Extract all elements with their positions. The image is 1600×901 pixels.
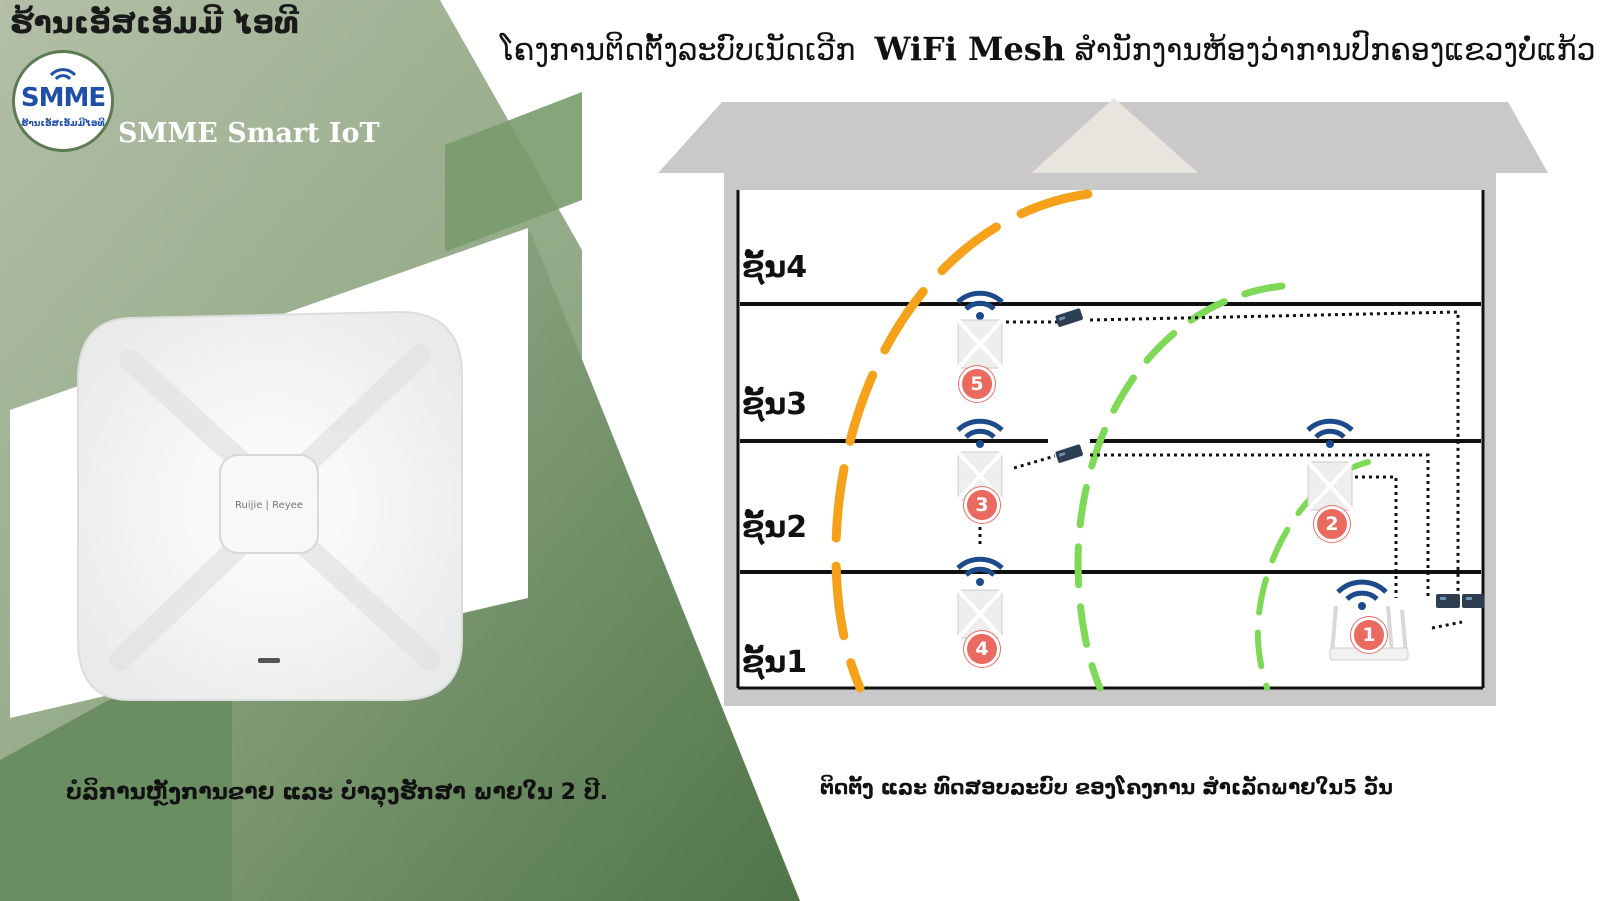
ap-badge-1: 1: [1351, 617, 1387, 653]
cable-switch-mid: [1090, 453, 1430, 598]
company-logo: SMME ຮ້ານເອັສເອັມມີໄອທີ: [12, 50, 114, 152]
cable-ap3-switch: [1013, 454, 1056, 470]
cable-ap2: [1355, 475, 1398, 598]
service-caption: ບໍລິການຫຼັງການຂາຍ ແລະ ບຳລຸງຮັກສາ ພາຍໃນ 2…: [66, 780, 608, 805]
switch-icon: [1436, 594, 1484, 608]
logo-caption: ຮ້ານເອັສເອັມມີໄອທີ: [21, 119, 105, 129]
floor-label-3: ຊັ້ນ3: [742, 387, 808, 422]
brand-name: SMME Smart IoT: [118, 118, 380, 149]
orange-signal-arc: [831, 189, 1093, 693]
shop-name: ຮ້ານເອັສເອັມມີ ໄອທີ: [10, 6, 299, 41]
cable-router-switch: [1431, 620, 1463, 630]
floor-label-4: ຊັ້ນ4: [742, 250, 808, 285]
floor-label-2: ຊັ້ນ2: [742, 510, 808, 545]
floor-label-1: ຊັ້ນ1: [742, 645, 808, 680]
title-suffix: ສຳນັກງານຫ້ອງວ່າການປົກຄອງແຂວງບໍ່ແກ້ວ: [1074, 33, 1596, 68]
product-brand-mark: Ruijie | Reyee: [235, 500, 303, 511]
ap-badge-5: 5: [959, 366, 995, 402]
green-signal-arc-inner: [1254, 459, 1371, 691]
ap-badge-4: 4: [964, 631, 1000, 667]
title-highlight: WiFi Mesh: [874, 30, 1066, 68]
ap-badge-2: 2: [1314, 506, 1350, 542]
wifi-icon: [49, 68, 77, 81]
switch-icon: [1055, 308, 1083, 327]
product-access-point: [77, 310, 463, 701]
title-prefix: ໂຄງການຕິດຕັ້ງລະບົບເນັດເວີກ: [500, 33, 856, 68]
top-accent-panel: [445, 92, 582, 252]
install-caption: ຕິດຕັ້ງ ແລະ ທົດສອບລະບົບ ຂອງໂຄງການ ສຳເລັດ…: [820, 775, 1393, 799]
switch-icon: [1055, 444, 1083, 463]
green-signal-arc-outer: [1074, 282, 1286, 692]
logo-text: SMME: [20, 83, 106, 113]
page-title: ໂຄງການຕິດຕັ້ງລະບົບເນັດເວີກ WiFi Mesh ສຳນ…: [500, 30, 1596, 68]
ap-devices: [956, 290, 1409, 661]
ap-badge-3: 3: [964, 487, 1000, 523]
